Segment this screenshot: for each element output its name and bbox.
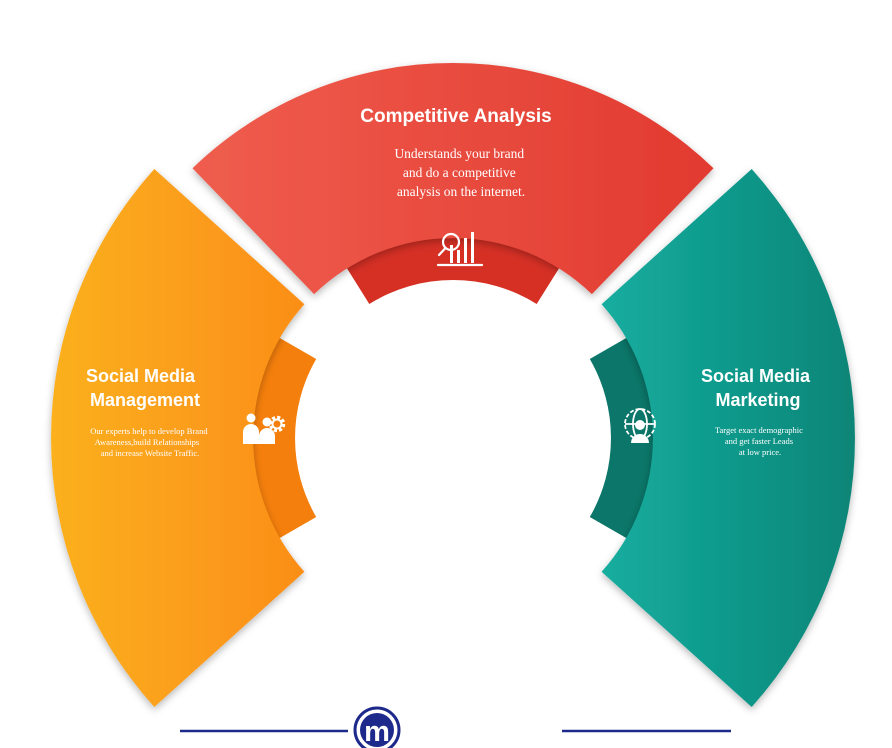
team-gear-icon <box>243 413 286 444</box>
social-media-marketing-title: Social Media Marketing <box>701 366 815 410</box>
global-user-icon <box>624 408 656 443</box>
social-media-management-body: Our experts help to develop Brand Awaren… <box>90 426 209 458</box>
social-media-management-title: Social Media Management <box>86 366 200 410</box>
competitive-analysis-body: Understands your brand and do a competit… <box>394 146 527 199</box>
social-media-marketing-body: Target exact demographic and get faster … <box>715 425 805 457</box>
segment-competitive-analysis <box>192 62 714 295</box>
competitive-analysis-title: Competitive Analysis <box>360 106 551 127</box>
segment-social-media-management <box>51 169 305 707</box>
m-logo-icon: m <box>353 706 401 748</box>
logo-letter: m <box>364 716 390 748</box>
segment-social-media-marketing <box>601 169 855 707</box>
chart-magnifier-icon <box>436 232 484 267</box>
